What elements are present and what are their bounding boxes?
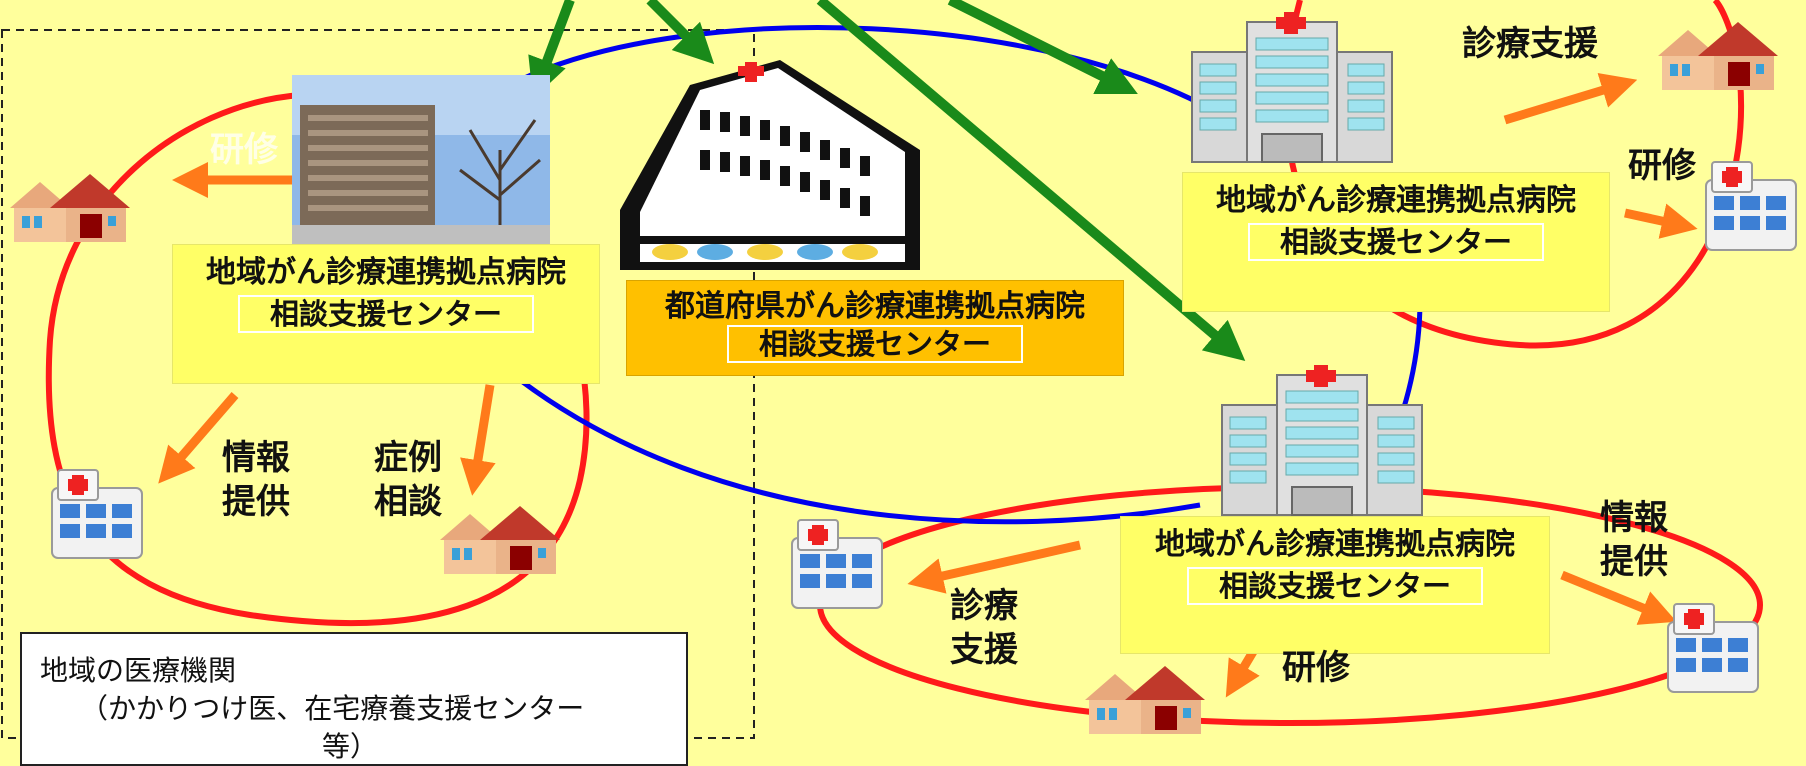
regional-center-sub-top-right: 相談支援センター — [1247, 223, 1544, 261]
label-joho-br-line1: 情報 — [1600, 498, 1668, 538]
label-kenshu-faded: 研修 — [210, 130, 278, 170]
label-kenshu-top-right: 研修 — [1628, 146, 1696, 186]
clinic-house-icon-left-top — [10, 174, 130, 242]
label-kenshu-bottom-right: 研修 — [1282, 648, 1350, 688]
label-shinryo-line2: 支援 — [950, 630, 1018, 670]
regional-center-sub-bottom-right: 相談支援センター — [1186, 567, 1483, 605]
label-joho-line1: 情報 — [222, 438, 290, 478]
regional-center-box-left: 地域がん診療連携拠点病院 相談支援センター — [172, 244, 600, 384]
regional-center-title-top-right: 地域がん診療連携拠点病院 — [1216, 183, 1576, 218]
regional-center-box-top-right: 地域がん診療連携拠点病院 相談支援センター — [1182, 172, 1610, 312]
legend-box: 地域の医療機関 （かかりつけ医、在宅療養支援センター 等） — [20, 632, 688, 766]
regional-center-box-bottom-right: 地域がん診療連携拠点病院 相談支援センター — [1120, 516, 1550, 654]
clinic-house-icon-top-right — [1658, 22, 1778, 90]
clinic-icon-left — [51, 469, 143, 559]
support-arrow-left — [528, 0, 575, 99]
support-arrow-top-right — [947, 0, 1138, 94]
regional-center-sub-left: 相談支援センター — [237, 295, 534, 333]
label-joho-line2: 提供 — [222, 482, 290, 522]
regional-hospital-photo — [292, 75, 550, 245]
arrow-joho-br — [1560, 570, 1677, 625]
regional-center-title-left: 地域がん診療連携拠点病院 — [206, 255, 566, 290]
arrow-joho — [158, 392, 239, 484]
support-arrow-prefectural — [646, 0, 715, 65]
label-shinryo-shien-top-right: 診療支援 — [1462, 24, 1598, 64]
regional-hospital-building-top-right — [1191, 11, 1393, 163]
legend-line-2: （かかりつけ医、在宅療養支援センター — [80, 692, 585, 725]
label-joho-br-line2: 提供 — [1600, 542, 1668, 582]
inter-hospital-link-top — [518, 25, 1232, 123]
clinic-icon-top-right — [1705, 161, 1797, 251]
prefectural-center-box: 都道府県がん診療連携拠点病院 相談支援センター — [626, 280, 1124, 376]
arrow-shinryo-shien-tr — [1503, 73, 1638, 125]
arrow-shorei — [460, 384, 496, 496]
label-shinryo-line1: 診療 — [950, 586, 1018, 626]
arrow-kenshu-tr — [1624, 203, 1698, 239]
label-shorei-line1: 症例 — [374, 438, 442, 478]
inter-hospital-link-middle — [518, 377, 1201, 525]
clinic-icon-bottom-right — [1667, 603, 1759, 693]
clinic-icon-bottom-middle — [791, 519, 883, 609]
prefectural-center-sub: 相談支援センター — [726, 325, 1023, 363]
clinic-house-icon-bottom — [1085, 666, 1205, 734]
regional-center-title-bottom-right: 地域がん診療連携拠点病院 — [1155, 527, 1515, 562]
prefectural-hospital-illustration — [620, 60, 920, 270]
arrow-shinryo-shien-br — [907, 540, 1081, 594]
prefectural-center-title: 都道府県がん診療連携拠点病院 — [665, 289, 1085, 324]
support-arrow-bottom-right — [816, 0, 1246, 361]
legend-line-1: 地域の医療機関 — [40, 654, 237, 687]
legend-line-3: 等） — [322, 730, 379, 763]
clinic-house-icon-left-bottom — [440, 506, 560, 574]
label-shorei-line2: 相談 — [374, 482, 442, 522]
regional-hospital-building-bottom-right — [1221, 364, 1423, 516]
